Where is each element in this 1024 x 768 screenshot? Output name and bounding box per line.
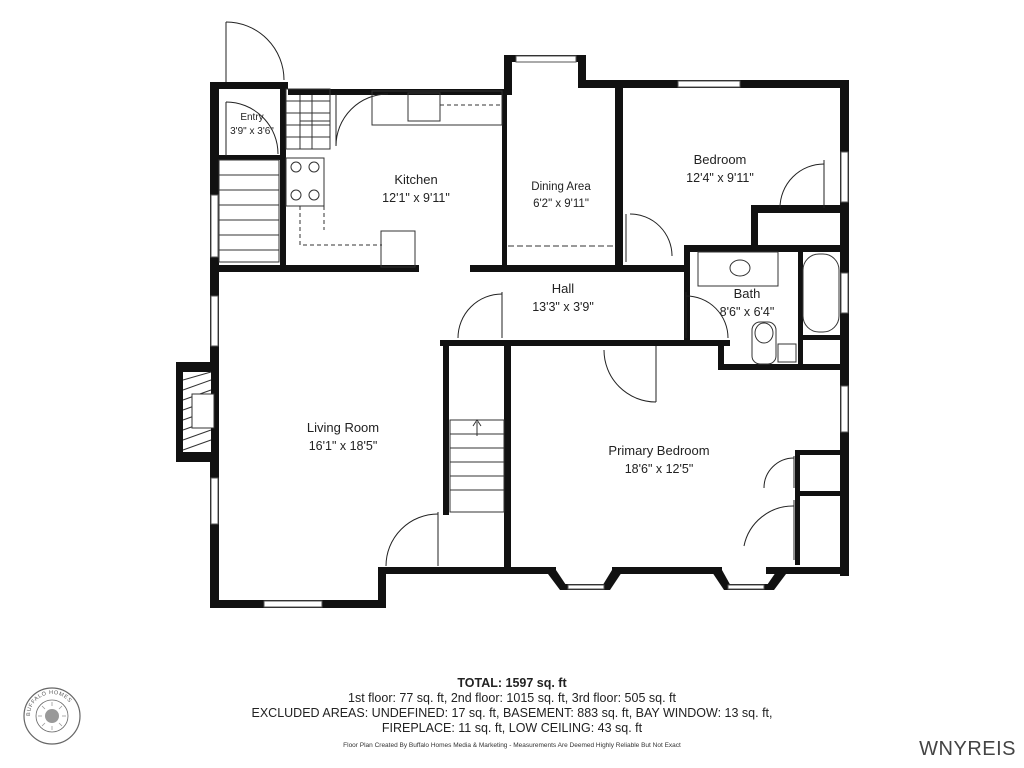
total-area: TOTAL: 1597 sq. ft — [457, 676, 567, 690]
room-dims-entry: 3'9" x 3'6" — [230, 126, 274, 137]
room-name-entry: Entry — [240, 112, 263, 123]
room-dims-kitchen: 12'1" x 9'11" — [382, 191, 450, 205]
excluded-areas: EXCLUDED AREAS: UNDEFINED: 17 sq. ft, BA… — [251, 706, 773, 720]
fireplace — [176, 362, 215, 462]
room-name-hall: Hall — [552, 281, 575, 296]
excluded-areas-cont: FIREPLACE: 11 sq. ft, LOW CEILING: 43 sq… — [381, 721, 643, 735]
room-labels: Entry 3'9" x 3'6" Kitchen 12'1" x 9'11" … — [230, 112, 774, 476]
room-name-living: Living Room — [307, 420, 379, 435]
windows — [210, 55, 849, 608]
stairs — [218, 88, 505, 513]
room-dims-hall: 13'3" x 3'9" — [532, 300, 594, 314]
room-name-kitchen: Kitchen — [394, 172, 437, 187]
buffalo-homes-logo-icon: BUFFALO HOMES — [23, 687, 81, 745]
interior-walls — [219, 88, 848, 570]
area-summary: TOTAL: 1597 sq. ft 1st floor: 77 sq. ft,… — [0, 676, 1024, 736]
room-dims-dining: 6'2" x 9'11" — [533, 198, 589, 210]
room-name-primary: Primary Bedroom — [608, 443, 709, 458]
room-dims-bath: 8'6" x 6'4" — [720, 305, 775, 319]
room-dims-living: 16'1" x 18'5" — [309, 439, 378, 453]
credit-line: Floor Plan Created By Buffalo Homes Medi… — [343, 742, 681, 749]
doors — [225, 21, 825, 567]
room-dims-bedroom: 12'4" x 9'11" — [686, 171, 754, 185]
room-dims-primary: 18'6" x 12'5" — [625, 462, 694, 476]
room-name-bath: Bath — [734, 286, 761, 301]
brand-watermark: WNYREIS — [919, 738, 1016, 760]
room-name-bedroom: Bedroom — [694, 152, 747, 167]
fixtures — [285, 90, 840, 365]
room-name-dining: Dining Area — [531, 181, 591, 193]
floor-areas: 1st floor: 77 sq. ft, 2nd floor: 1015 sq… — [348, 691, 676, 705]
